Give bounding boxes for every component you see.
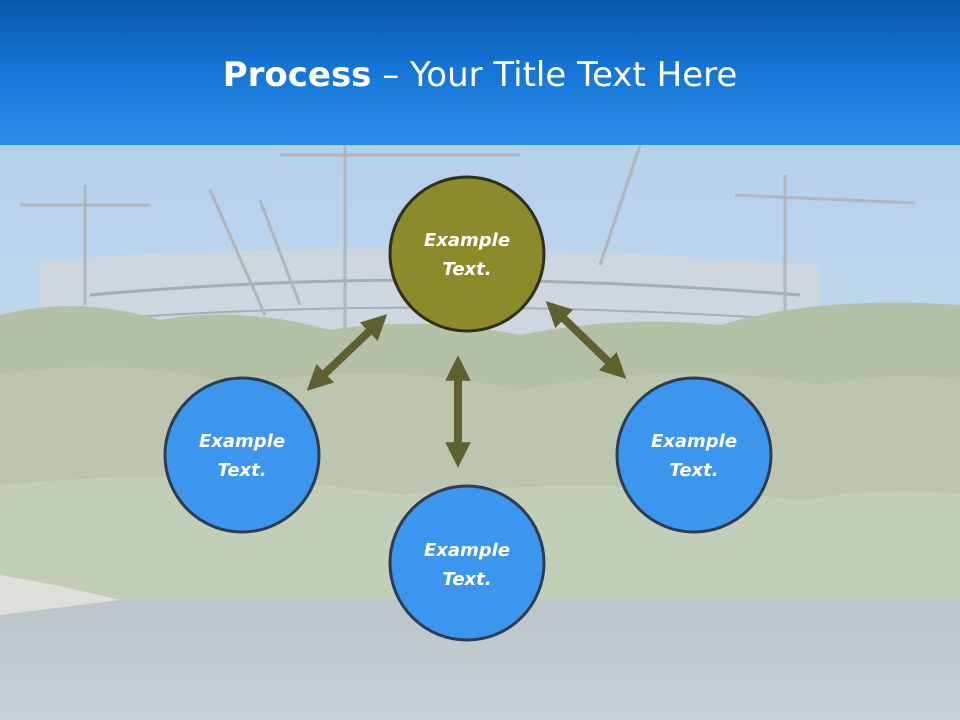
node-left-line2: Text.: [217, 460, 266, 481]
node-right-line2: Text.: [669, 460, 718, 481]
node-left-line1: Example: [199, 431, 285, 452]
arrow-top-right: [545, 301, 627, 379]
node-bottom-line2: Text.: [442, 569, 491, 590]
title-bar: Process – Your Title Text Here: [0, 0, 960, 145]
title-bold: Process: [222, 55, 372, 95]
title-rest: – Your Title Text Here: [371, 55, 738, 95]
process-node-left: Example Text.: [163, 376, 321, 534]
arrow-top-left: [306, 314, 388, 391]
node-top-line1: Example: [424, 230, 510, 251]
slide-title: Process – Your Title Text Here: [0, 52, 960, 98]
process-node-top: Example Text.: [388, 175, 546, 333]
node-right-line1: Example: [651, 431, 737, 452]
process-node-right: Example Text.: [615, 376, 773, 534]
node-bottom-line1: Example: [424, 540, 510, 561]
process-node-bottom: Example Text.: [388, 484, 546, 642]
node-top-line2: Text.: [442, 259, 491, 280]
